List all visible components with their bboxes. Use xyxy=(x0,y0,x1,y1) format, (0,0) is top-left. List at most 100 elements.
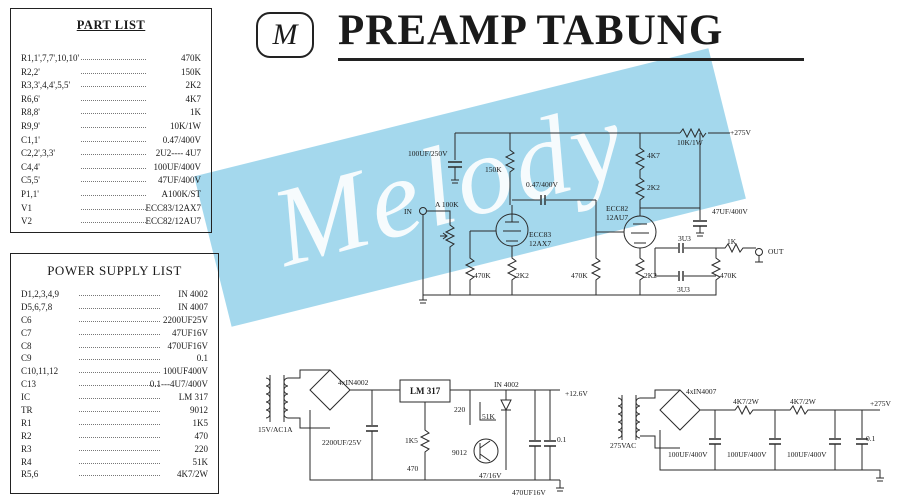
preamp-r3-label: 2K2 xyxy=(516,271,529,280)
list-row-value: 470 xyxy=(194,430,209,441)
list-row-value: 470K xyxy=(181,53,201,63)
list-row-key: IC xyxy=(21,392,30,403)
psu-hv-r5-label: 4K7/2W xyxy=(733,397,760,406)
list-row: R1,1',7,7',10,10'470K xyxy=(21,52,201,66)
list-row-key: C1,1' xyxy=(21,134,40,145)
power-supply-list-heading: POWER SUPPLY LIST xyxy=(47,263,182,278)
list-row-leader xyxy=(81,86,146,88)
list-row-key: C6 xyxy=(21,314,32,325)
list-row-leader xyxy=(79,475,160,477)
list-row-leader xyxy=(79,372,160,374)
list-row-value: 0.1 xyxy=(196,353,208,364)
list-row: C4,4'100UF/400V xyxy=(21,161,201,175)
list-row: V2 ECC82/12AU7 xyxy=(21,215,201,229)
list-row-value: 0.1---4U7/400V xyxy=(149,379,208,390)
list-row-key: C13 xyxy=(21,379,37,390)
preamp-v2-type-label: ECC82 xyxy=(606,204,628,213)
list-row-value: ECC82/12AU7 xyxy=(145,216,201,227)
preamp-labels: +275V 10K/1W 100UF/250V 150K 0.47/400V 4… xyxy=(404,128,784,294)
psu-hv-labels: 4xIN4007 4K7/2W 4K7/2W +275V 275VAC 0.1 … xyxy=(610,387,891,459)
list-row-value: 100UF400V xyxy=(162,366,208,377)
psu-lv-tr-label: 9012 xyxy=(452,448,467,457)
preamp-c1-label: 0.47/400V xyxy=(526,180,558,189)
psu-hv-xfmr-label: 275VAC xyxy=(610,441,636,450)
list-row-key: R5,6 xyxy=(21,469,39,480)
list-row: C1,1'0.47/400V xyxy=(21,134,201,148)
list-row-leader xyxy=(79,423,160,425)
list-row-key: R2 xyxy=(21,430,32,441)
list-row-leader xyxy=(79,320,160,322)
list-row-key: C10,11,12 xyxy=(21,366,59,377)
list-row-key: R9,9' xyxy=(21,120,40,131)
list-row: C10,11,12 100UF400V xyxy=(21,365,208,378)
list-row-leader xyxy=(81,113,146,115)
list-row: R2,2'150K xyxy=(21,66,201,80)
preamp-r10-label: 470K xyxy=(720,271,737,280)
list-row-value: A100K/ST xyxy=(161,188,201,199)
list-row-value: 220 xyxy=(194,443,209,454)
list-row-leader xyxy=(81,126,146,128)
list-row-value: ECC83/12AX7 xyxy=(145,202,201,213)
preamp-v1-alt-label: 12AX7 xyxy=(529,239,551,248)
list-row-value: 47UF/400V xyxy=(157,175,201,186)
preamp-supply-label: +275V xyxy=(730,128,751,137)
preamp-c3-label: 3U3 xyxy=(678,234,691,243)
list-row-leader xyxy=(79,436,160,438)
preamp-c4-label: 100UF/250V xyxy=(408,149,448,158)
list-row-key: V2 xyxy=(21,216,32,227)
list-row: R2 470 xyxy=(21,430,208,443)
list-row-leader xyxy=(81,59,146,60)
psu-lv-circuit xyxy=(265,369,564,492)
preamp-circuit xyxy=(419,127,763,304)
list-row: P1,1' A100K/ST xyxy=(21,188,201,202)
list-row-leader xyxy=(79,307,160,309)
preamp-r1-label: 470K xyxy=(474,271,491,280)
psu-lv-r3-label: 220 xyxy=(454,405,466,414)
list-row-key: R6,6' xyxy=(21,93,40,104)
preamp-p1-label: A 100K xyxy=(435,200,459,209)
list-row: C2,2',3,3'2U2---- 4U7 xyxy=(21,147,201,161)
list-row-leader xyxy=(79,295,160,296)
list-row-leader xyxy=(79,359,160,361)
logo-letter: M xyxy=(272,18,298,51)
list-row-leader xyxy=(79,346,160,348)
list-row: R3,3',4,4',5,5'2K2 xyxy=(21,79,201,93)
psu-hv-c12-label: 100UF/400V xyxy=(787,450,827,459)
psu-hv-circuit xyxy=(617,389,884,482)
list-row-key: P1,1' xyxy=(21,188,39,199)
preamp-r2-label: 150K xyxy=(485,165,502,174)
list-row-value: 2U2---- 4U7 xyxy=(155,148,201,159)
logo: M xyxy=(256,12,314,58)
psu-lv-d9-label: IN 4002 xyxy=(494,380,519,389)
list-row-value: IN 4007 xyxy=(178,301,208,312)
preamp-out-label: OUT xyxy=(768,247,784,256)
list-row-value: 100UF/400V xyxy=(153,161,201,172)
list-row-key: C8 xyxy=(21,340,32,351)
list-row-leader xyxy=(81,222,146,224)
list-row: R6,6'4K7 xyxy=(21,93,201,107)
list-row-key: C5,5' xyxy=(21,175,40,186)
page-title: PREAMP TABUNG xyxy=(338,7,724,54)
preamp-r6-label: 4K7 xyxy=(647,151,660,160)
list-row-leader xyxy=(81,99,146,101)
list-row-leader xyxy=(79,411,160,413)
list-row-value: 51K xyxy=(192,456,209,467)
preamp-c2-label: 3U3 xyxy=(677,285,690,294)
list-row-key: D1,2,3,4,9 xyxy=(21,289,59,299)
list-row-leader xyxy=(79,398,160,400)
list-row-leader xyxy=(81,154,146,156)
title-underline xyxy=(338,58,804,61)
list-row-key: C9 xyxy=(21,353,32,364)
list-row-leader xyxy=(79,385,160,387)
psu-lv-c6-label: 2200UF/25V xyxy=(322,438,362,447)
psu-lv-c8-label: 470UF16V xyxy=(512,488,546,497)
